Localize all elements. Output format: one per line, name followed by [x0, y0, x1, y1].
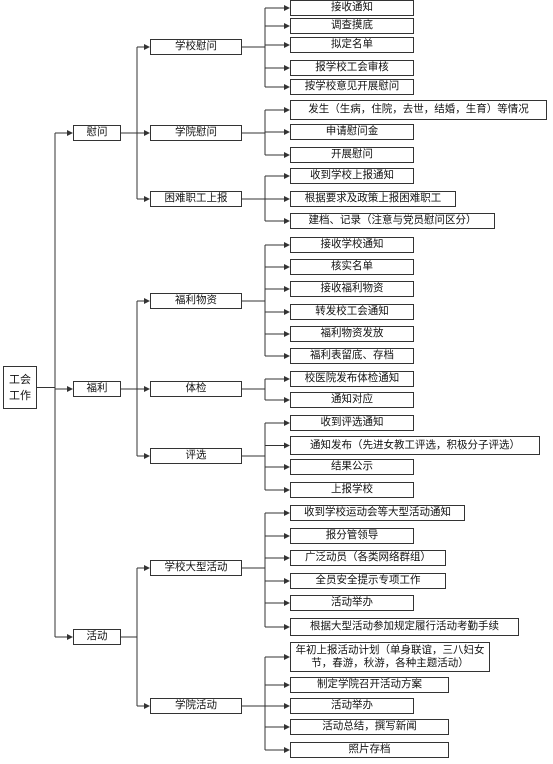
step-node-label: 全员安全提示专项工作 [315, 574, 421, 587]
step-node-label: 发生（生病，住院，去世，结婚，生育）等情况 [308, 103, 529, 116]
step-node-label: 收到评选通知 [320, 416, 384, 429]
step-node: 接收通知 [290, 0, 414, 16]
group-node-label: 体检 [185, 382, 207, 395]
step-node: 广泛动员（各类网络群组） [290, 550, 446, 566]
step-node-label: 制定学院召开活动方案 [317, 678, 422, 691]
step-node-label: 调查摸底 [331, 19, 373, 32]
step-node: 收到学校运动会等大型活动通知 [290, 505, 465, 521]
group-node: 评选 [150, 448, 242, 464]
category-node-label: 慰问 [86, 126, 108, 139]
category-node: 慰问 [73, 125, 121, 141]
step-node: 收到评选通知 [290, 415, 414, 431]
step-node: 建档、记录（注意与党员慰问区分） [290, 213, 495, 229]
category-node-label: 活动 [86, 630, 108, 643]
step-node: 申请慰问金 [290, 124, 414, 140]
step-node-label: 活动举办 [331, 699, 373, 712]
category-node-label: 福利 [86, 382, 108, 395]
category-node: 活动 [73, 629, 121, 645]
step-node: 上报学校 [290, 482, 414, 498]
step-node-label: 接收通知 [331, 1, 373, 14]
step-node: 活动举办 [290, 595, 414, 611]
step-node-label: 拟定名单 [331, 38, 373, 51]
connector-lines [37, 5, 290, 753]
step-node: 照片存档 [290, 742, 449, 758]
step-node: 活动举办 [290, 698, 414, 714]
group-node: 学院活动 [150, 698, 242, 714]
step-node: 通知对应 [290, 392, 414, 408]
step-node: 全员安全提示专项工作 [290, 573, 446, 589]
step-node-label: 接收福利物资 [320, 282, 384, 295]
step-node: 活动总结，撰写新闻 [290, 719, 449, 735]
group-node-label: 福利物资 [175, 294, 217, 307]
step-node: 报学校工会审核 [290, 60, 414, 76]
root-node: 工会 工作 [3, 366, 37, 409]
step-node-label: 福利表留底、存档 [310, 349, 394, 362]
step-node-label: 申请慰问金 [325, 125, 379, 138]
step-node-label: 活动举办 [331, 596, 373, 609]
group-node: 学校慰问 [150, 39, 242, 55]
group-node-label: 学校大型活动 [164, 561, 228, 574]
step-node-label: 活动总结，撰写新闻 [322, 720, 417, 733]
group-node-label: 学院活动 [175, 699, 217, 712]
step-node: 接收福利物资 [290, 281, 414, 297]
step-node-label: 通知对应 [331, 393, 373, 406]
step-node-label: 结果公示 [331, 460, 373, 473]
step-node: 根据大型活动参加规定履行活动考勤手续 [290, 618, 519, 636]
step-node-label: 收到学校上报通知 [310, 169, 394, 182]
group-node-label: 评选 [185, 449, 207, 462]
step-node: 开展慰问 [290, 147, 414, 163]
step-node: 发生（生病，住院，去世，结婚，生育）等情况 [290, 100, 547, 120]
step-node: 福利表留底、存档 [290, 348, 414, 364]
group-node: 困难职工上报 [150, 191, 242, 207]
step-node: 年初上报活动计划（单身联谊，三八妇女节，春游，秋游，各种主题活动） [290, 642, 490, 672]
step-node: 结果公示 [290, 459, 414, 475]
step-node: 校医院发布体检通知 [290, 371, 414, 387]
step-node-label: 接收学校通知 [320, 238, 384, 251]
step-node-label: 建档、记录（注意与党员慰问区分） [308, 214, 477, 227]
root-node-label: 工会 工作 [9, 373, 31, 402]
step-node: 制定学院召开活动方案 [290, 677, 449, 693]
step-node-label: 照片存档 [348, 743, 391, 756]
step-node: 接收学校通知 [290, 237, 414, 253]
group-node: 学校大型活动 [150, 560, 242, 576]
group-node: 学院慰问 [150, 125, 242, 141]
step-node-label: 根据要求及政策上报困难职工 [304, 192, 442, 205]
step-node-label: 校医院发布体检通知 [304, 372, 400, 385]
step-node: 收到学校上报通知 [290, 168, 414, 184]
step-node-label: 年初上报活动计划（单身联谊，三八妇女节，春游，秋游，各种主题活动） [295, 643, 485, 669]
step-node-label: 上报学校 [331, 483, 373, 496]
step-node: 核实名单 [290, 259, 414, 275]
step-node-label: 通知发布（先进女教工评选，积极分子评选） [310, 438, 520, 451]
step-node: 转发校工会通知 [290, 304, 414, 320]
group-node: 福利物资 [150, 293, 242, 309]
step-node: 报分管领导 [290, 528, 414, 544]
step-node-label: 转发校工会通知 [315, 305, 389, 318]
step-node-label: 核实名单 [331, 260, 373, 273]
step-node-label: 根据大型活动参加规定履行活动考勤手续 [310, 620, 499, 633]
step-node-label: 福利物资发放 [320, 327, 384, 340]
step-node: 按学校意见开展慰问 [290, 79, 414, 95]
step-node-label: 报学校工会审核 [315, 61, 389, 74]
step-node: 拟定名单 [290, 37, 414, 53]
step-node-label: 收到学校运动会等大型活动通知 [304, 506, 451, 519]
group-node-label: 困难职工上报 [164, 192, 228, 205]
step-node: 通知发布（先进女教工评选，积极分子评选） [290, 436, 540, 455]
step-node-label: 开展慰问 [331, 148, 373, 161]
step-node-label: 广泛动员（各类网络群组） [305, 551, 431, 564]
group-node-label: 学校慰问 [175, 40, 217, 53]
step-node: 根据要求及政策上报困难职工 [290, 191, 456, 207]
step-node: 调查摸底 [290, 18, 414, 34]
step-node: 福利物资发放 [290, 326, 414, 342]
category-node: 福利 [73, 381, 121, 397]
step-node-label: 按学校意见开展慰问 [304, 80, 400, 93]
group-node: 体检 [150, 381, 242, 397]
step-node-label: 报分管领导 [325, 529, 379, 542]
group-node-label: 学院慰问 [175, 126, 217, 139]
